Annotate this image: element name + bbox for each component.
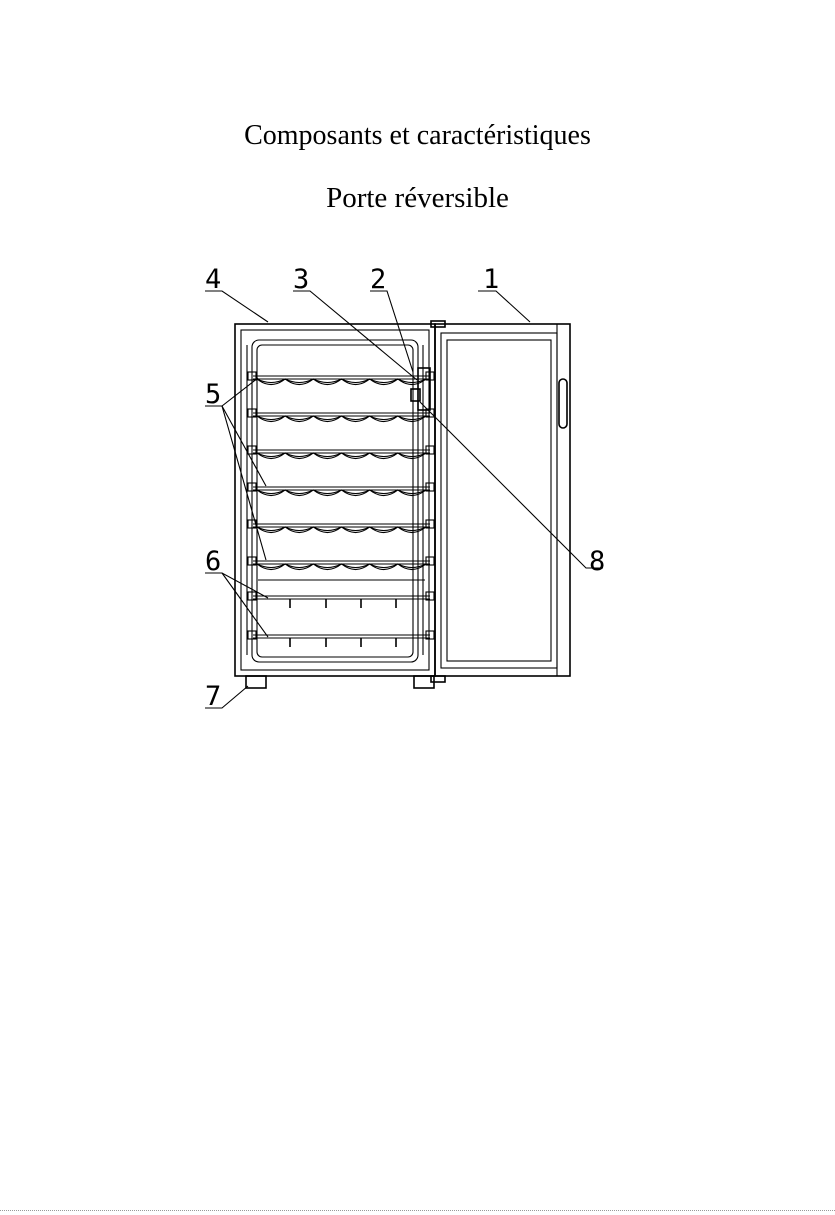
flat-shelf xyxy=(248,592,434,608)
callout-2: 2 xyxy=(370,264,386,295)
door-handle xyxy=(559,379,567,428)
feet xyxy=(246,676,434,688)
callout-5: 5 xyxy=(205,379,221,410)
flat-shelf xyxy=(248,631,434,647)
callout-7: 7 xyxy=(205,681,221,712)
control-panel xyxy=(411,368,430,410)
bottle-shelf xyxy=(248,372,434,385)
cabinet xyxy=(235,324,435,676)
callout-8: 8 xyxy=(589,546,605,577)
hinges xyxy=(431,321,445,682)
bottle-shelf xyxy=(248,409,434,422)
callout-3: 3 xyxy=(293,264,309,295)
bottle-shelf xyxy=(248,520,434,533)
callout-6: 6 xyxy=(205,546,221,577)
bottle-shelf xyxy=(248,446,434,459)
bottle-shelf xyxy=(248,483,434,496)
bottle-shelf xyxy=(248,557,434,570)
shelves xyxy=(248,372,434,647)
page-edge xyxy=(0,1210,835,1211)
door xyxy=(435,324,570,676)
callout-1: 1 xyxy=(483,264,499,295)
callout-4: 4 xyxy=(205,264,221,295)
leader-lines xyxy=(205,291,603,708)
